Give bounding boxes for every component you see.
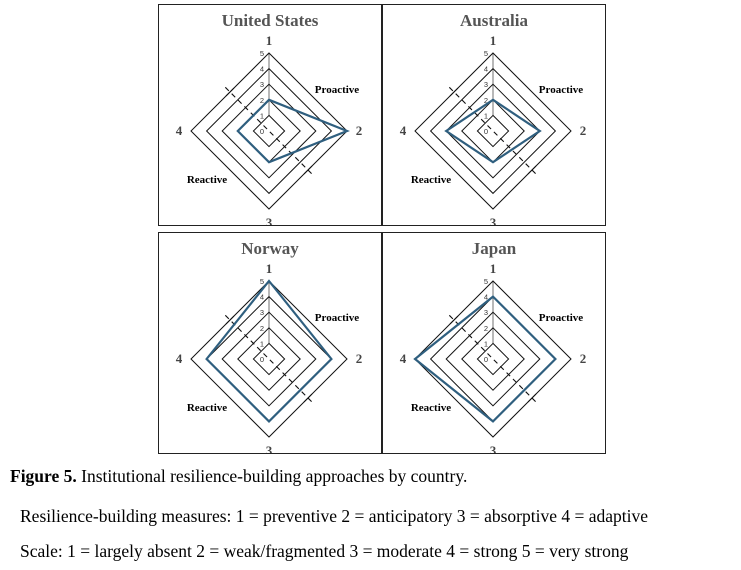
- grid-ring-3: [445, 311, 541, 407]
- scale-tick-label: 5: [484, 277, 488, 286]
- caption-label: Figure 5.: [10, 466, 77, 486]
- scale-tick-label: 1: [260, 111, 264, 120]
- scale-tick-label: 4: [260, 293, 264, 302]
- scale-tick-label: 4: [484, 65, 488, 74]
- scale-tick-label: 2: [484, 96, 488, 105]
- axis-label-2: 2: [356, 351, 363, 366]
- annotation-proactive: Proactive: [539, 84, 584, 96]
- scale-tick-label: 0: [484, 355, 488, 364]
- axis-label-3: 3: [490, 443, 497, 453]
- proactive-reactive-divider: [224, 86, 314, 176]
- axis-label-2: 2: [356, 123, 363, 138]
- divider-tick: [225, 87, 235, 97]
- scale-tick-label: 5: [260, 277, 264, 286]
- scale-tick-label: 1: [484, 111, 488, 120]
- data-series-polygon: [413, 295, 557, 423]
- grid-ring-2: [237, 327, 301, 391]
- axis-label-1: 1: [490, 33, 497, 48]
- divider-tick: [303, 165, 313, 175]
- axis-label-1: 1: [266, 33, 273, 48]
- divider-tick: [449, 87, 459, 97]
- scale-tick-label: 5: [260, 49, 264, 58]
- figure-caption: Figure 5. Institutional resilience-build…: [10, 466, 467, 487]
- data-series-polygon: [205, 279, 333, 423]
- measures-note: Resilience-building measures: 1 = preven…: [20, 506, 648, 526]
- grid-ring-3: [445, 83, 541, 179]
- divider-tick: [527, 165, 537, 175]
- data-series-polygon: [444, 98, 542, 164]
- axis-label-1: 1: [490, 261, 497, 276]
- scale-tick-label: 3: [484, 80, 488, 89]
- grid-ring-5: [414, 52, 572, 210]
- scale-tick-label: 0: [260, 355, 264, 364]
- annotation-reactive: Reactive: [187, 402, 227, 414]
- divider-tick: [225, 315, 235, 325]
- scale-tick-label: 1: [484, 339, 488, 348]
- proactive-reactive-divider: [448, 86, 538, 176]
- scale-tick-label: 3: [484, 308, 488, 317]
- axis-label-3: 3: [490, 215, 497, 225]
- axis-label-2: 2: [580, 123, 587, 138]
- grid-ring-1: [252, 342, 286, 376]
- axis-label-4: 4: [400, 123, 407, 138]
- grid-ring-1: [252, 114, 286, 148]
- scale-tick-label: 0: [484, 127, 488, 136]
- axis-label-4: 4: [176, 123, 183, 138]
- annotation-proactive: Proactive: [315, 84, 360, 96]
- grid-ring-5: [190, 52, 348, 210]
- divider-tick: [303, 393, 313, 403]
- proactive-reactive-divider: [448, 314, 538, 404]
- scale-tick-label: 2: [484, 324, 488, 333]
- scale-tick-label: 4: [484, 293, 488, 302]
- axis-label-4: 4: [176, 351, 183, 366]
- panel-title: United States: [221, 11, 319, 30]
- scale-tick-label: 4: [260, 65, 264, 74]
- scale-tick-label: 5: [484, 49, 488, 58]
- annotation-reactive: Reactive: [411, 402, 451, 414]
- grid-ring-4: [205, 67, 333, 195]
- panel-title: Australia: [460, 11, 528, 30]
- grid-ring-5: [190, 280, 348, 438]
- panel-title: Japan: [471, 239, 517, 258]
- grid-ring-1: [476, 114, 510, 148]
- scale-tick-label: 3: [260, 308, 264, 317]
- scale-note: Scale: 1 = largely absent 2 = weak/fragm…: [20, 541, 629, 561]
- scale-tick-label: 0: [260, 127, 264, 136]
- scale-tick-label: 2: [260, 96, 264, 105]
- grid-ring-2: [461, 327, 525, 391]
- axis-label-3: 3: [266, 443, 273, 453]
- scale-tick-label: 3: [260, 80, 264, 89]
- divider-tick: [449, 315, 459, 325]
- axis-label-1: 1: [266, 261, 273, 276]
- annotation-proactive: Proactive: [315, 312, 360, 324]
- scale-tick-label: 2: [260, 324, 264, 333]
- grid-ring-5: [414, 280, 572, 438]
- caption-text: Institutional resilience-building approa…: [76, 466, 468, 486]
- divider-tick: [527, 393, 537, 403]
- scale-tick-label: 1: [260, 339, 264, 348]
- annotation-reactive: Reactive: [187, 174, 227, 186]
- proactive-reactive-divider: [224, 314, 314, 404]
- grid-ring-3: [221, 83, 317, 179]
- axis-label-3: 3: [266, 215, 273, 225]
- axis-label-2: 2: [580, 351, 587, 366]
- panel-title: Norway: [241, 239, 299, 258]
- annotation-reactive: Reactive: [411, 174, 451, 186]
- axis-label-4: 4: [400, 351, 407, 366]
- annotation-proactive: Proactive: [539, 312, 584, 324]
- grid-ring-4: [429, 67, 557, 195]
- grid-ring-1: [476, 342, 510, 376]
- grid-ring-3: [221, 311, 317, 407]
- data-series-polygon: [236, 98, 350, 164]
